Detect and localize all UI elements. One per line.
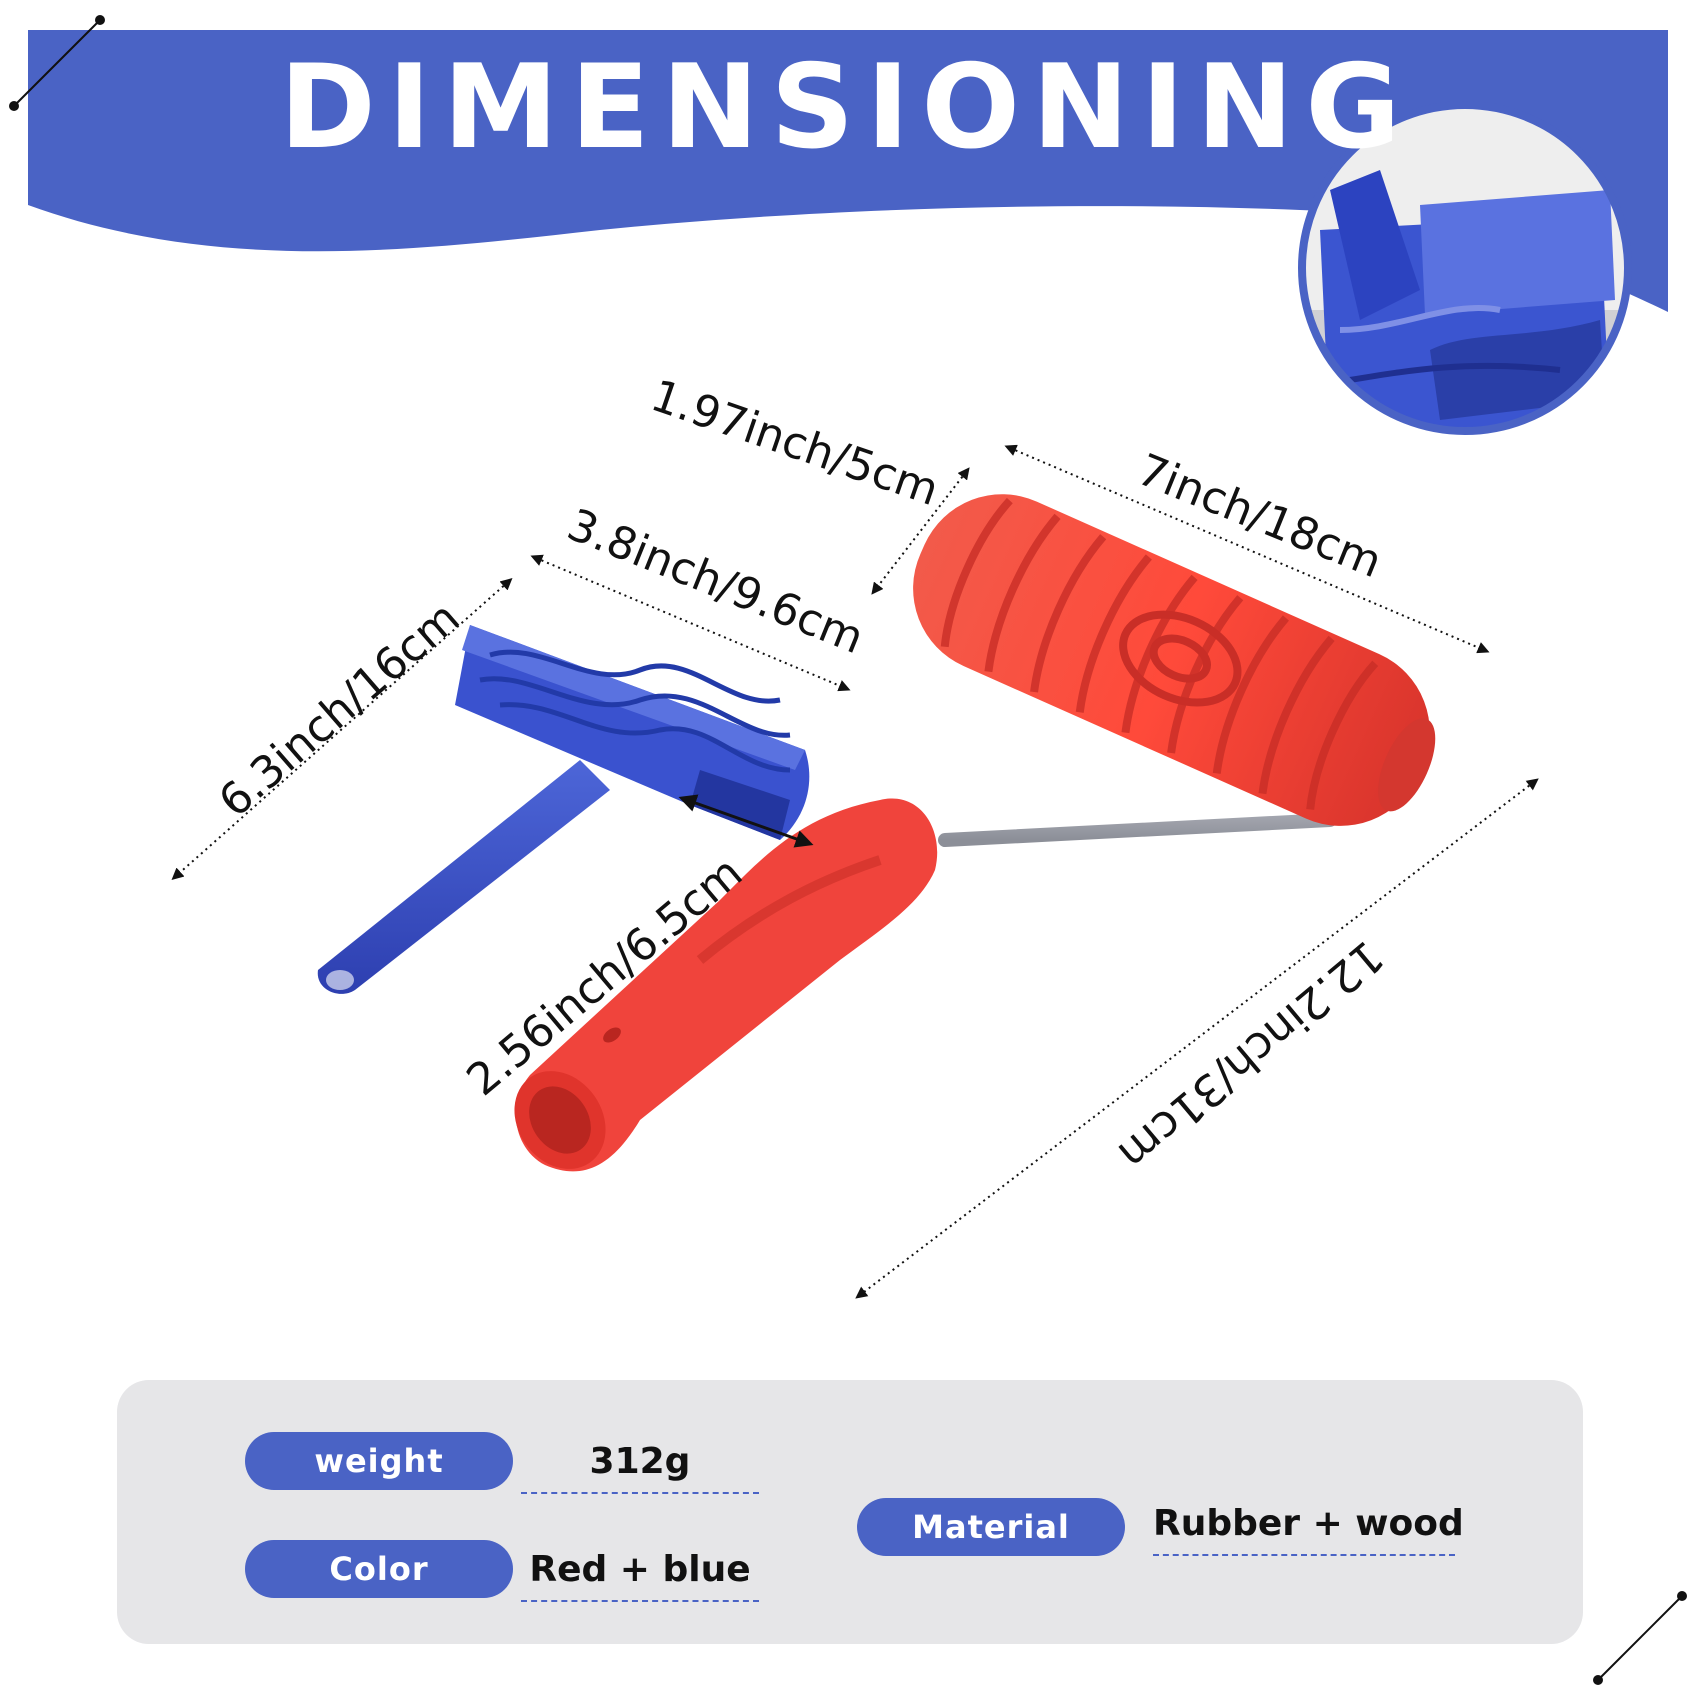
page-title: DIMENSIONING [279, 40, 1413, 175]
blue-roller-handle [317, 760, 610, 994]
weight-value: 312g [521, 1444, 759, 1494]
red-roller-sleeve [913, 494, 1430, 826]
weight-label-pill: weight [245, 1432, 513, 1490]
corner-decoration-top-left-icon [9, 15, 105, 111]
title-banner [28, 30, 1668, 312]
red-roller-grip [515, 798, 938, 1172]
dim-line-blue-depth [678, 794, 814, 848]
dimension-lines [171, 444, 1539, 1299]
material-label-pill: Material [857, 1498, 1125, 1556]
dim-line-total-length [855, 778, 1539, 1299]
dim-line-red-width [1004, 444, 1490, 654]
color-value: Red + blue [521, 1552, 759, 1602]
spec-panel: weight 312g Color Red + blue Material Ru… [117, 1380, 1583, 1644]
dim-line-blue-handle [171, 578, 513, 880]
inset-detail-photo [1298, 101, 1632, 435]
corner-decoration-bottom-right-icon [1593, 1591, 1687, 1685]
material-value: Rubber + wood [1153, 1506, 1464, 1556]
color-label-pill: Color [245, 1540, 513, 1598]
dim-line-blue-width [530, 554, 851, 692]
dim-line-red-diameter [871, 467, 970, 595]
